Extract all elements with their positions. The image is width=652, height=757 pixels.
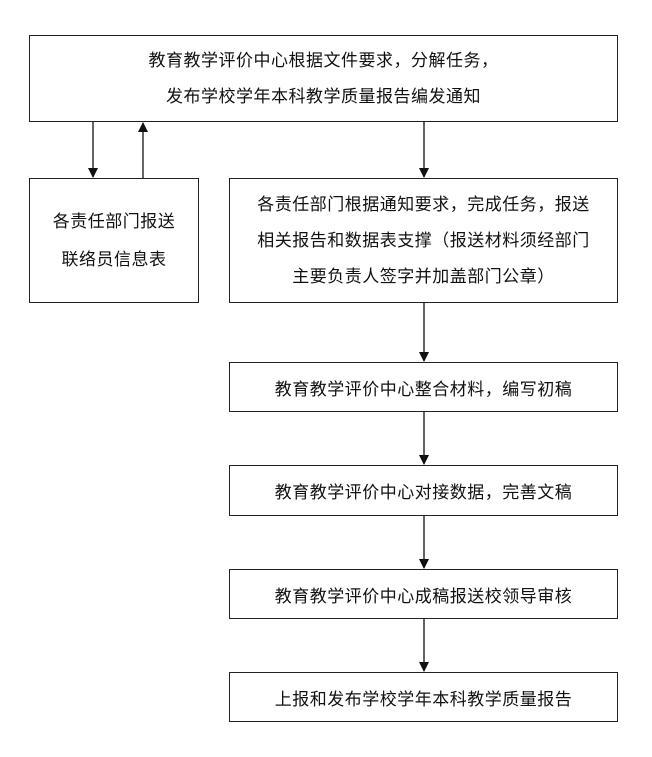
node-compile-draft: 教育教学评价中心整合材料，编写初稿 [229, 362, 618, 412]
node-publish-report: 上报和发布学校学年本科教学质量报告 [229, 672, 618, 722]
node-leader-review-text: 教育教学评价中心成稿报送校领导审核 [274, 586, 573, 607]
node-liaison-info-line-1: 各责任部门报送 [52, 211, 176, 232]
node-liaison-info: 各责任部门报送 联络员信息表 [29, 178, 199, 303]
node-department-task-line-3: 主要负责人签字并加盖部门公章） [292, 266, 555, 287]
node-notice-issue: 教育教学评价中心根据文件要求，分解任务， 发布学校学年本科教学质量报告编发通知 [29, 35, 618, 122]
node-department-task: 各责任部门根据通知要求，完成任务，报送 相关报告和数据表支撑（报送材料须经部门 … [229, 178, 618, 303]
node-verify-data: 教育教学评价中心对接数据，完善文稿 [229, 465, 618, 516]
node-notice-issue-line-2: 发布学校学年本科教学质量报告编发通知 [166, 86, 481, 107]
node-compile-draft-text: 教育教学评价中心整合材料，编写初稿 [274, 379, 573, 400]
node-notice-issue-line-1: 教育教学评价中心根据文件要求，分解任务， [148, 50, 499, 71]
node-department-task-line-1: 各责任部门根据通知要求，完成任务，报送 [257, 194, 590, 215]
node-verify-data-text: 教育教学评价中心对接数据，完善文稿 [274, 483, 573, 503]
node-department-task-line-2: 相关报告和数据表支撑（报送材料须经部门 [257, 230, 590, 251]
node-leader-review: 教育教学评价中心成稿报送校领导审核 [229, 569, 618, 619]
node-liaison-info-line-2: 联络员信息表 [61, 249, 167, 270]
node-publish-report-text: 上报和发布学校学年本科教学质量报告 [274, 689, 573, 710]
